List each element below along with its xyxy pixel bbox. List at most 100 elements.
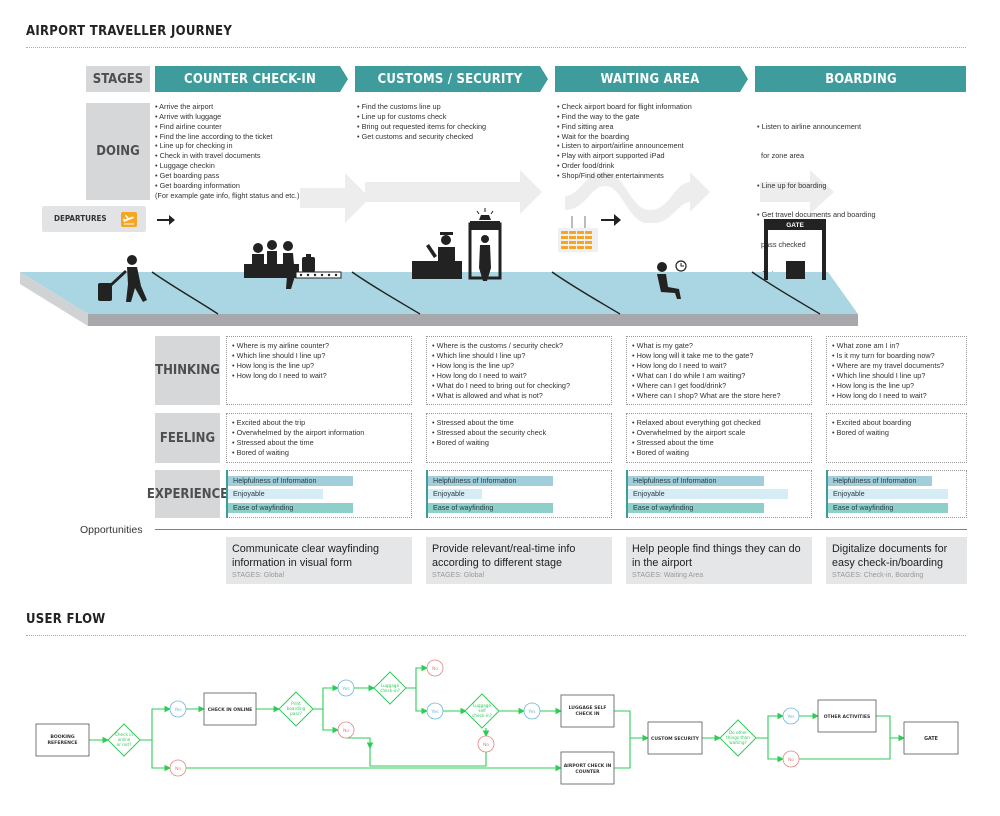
decision-do-other-things: Do other things than waiting? <box>719 719 757 757</box>
thinking-item: • What can I do while I am waiting? <box>632 370 746 380</box>
stages-label: STAGES <box>86 66 150 92</box>
stage-name-2: CUSTOMS / SECURITY <box>377 71 523 87</box>
opportunity-title: Provide relevant/real-time info accordin… <box>432 543 576 569</box>
no-circle: No <box>426 659 444 677</box>
no-label: No <box>432 666 438 672</box>
decision-text: Luggage <box>473 703 491 708</box>
airport-counter-box <box>560 751 615 785</box>
no-circle: No <box>337 721 355 739</box>
user-flow-diagram: BOOKING REFERENCE CHECK IN ONLINE LUGGAG… <box>35 659 959 785</box>
thinking-item: • Where can I shop? What are the store h… <box>632 390 781 400</box>
doing-item: • Line up for boarding <box>757 180 827 190</box>
doing-item: • Listen to airline announcement <box>757 121 861 131</box>
background-arrows <box>300 170 834 223</box>
doing-item: • Find the customs line up <box>357 102 441 111</box>
experience-bar: Ease of wayfinding <box>828 503 948 513</box>
doing-item: • Check airport board for flight informa… <box>557 102 692 111</box>
decision-text: self <box>478 708 486 713</box>
experience-bar: Enjoyable <box>628 489 788 499</box>
no-circle: No <box>477 735 495 753</box>
feeling-list-waiting: • Relaxed about everything got checked •… <box>632 418 761 458</box>
experience-bar: Enjoyable <box>428 489 482 499</box>
experience-bar: Ease of wayfinding <box>628 503 764 513</box>
airport-floor <box>20 208 858 326</box>
luggage-self-line2: CHECK IN <box>576 711 600 717</box>
clock-icon <box>675 260 687 272</box>
decision-text: online <box>118 737 131 742</box>
doing-list-counter: • Arrive the airport • Arrive with lugga… <box>155 102 350 200</box>
experience-bar: Helpfulness of Information <box>828 476 932 486</box>
booking-line1: BOOKING <box>50 734 74 740</box>
thinking-item: • How long is the line up? <box>232 360 315 370</box>
thinking-box-customs <box>426 336 612 405</box>
yes-circle: Yes <box>523 702 541 720</box>
flight-board-icon <box>558 216 598 252</box>
no-label: No <box>788 757 794 763</box>
doing-item: • Find airline counter <box>155 121 222 131</box>
stage-name-3: WAITING AREA <box>600 71 700 87</box>
experience-bar: Ease of wayfinding <box>428 503 553 513</box>
luggage-conveyor-icon <box>295 254 342 279</box>
experience-box-customs <box>426 470 612 518</box>
opportunity-stage: STAGES: Waiting Area <box>632 572 704 579</box>
opportunity-stage: STAGES: Global <box>232 572 285 579</box>
journey-title: AIRPORT TRAVELLER JOURNEY <box>26 24 233 39</box>
user-flow-title: USER FLOW <box>26 612 106 627</box>
feeling-box-boarding <box>826 413 967 463</box>
thinking-item: • What is my gate? <box>632 341 693 350</box>
feeling-item: • Bored of waiting <box>432 437 489 447</box>
thinking-item: • How long do I need to wait? <box>832 390 927 400</box>
decision-text: waiting? <box>729 740 747 745</box>
stage-arrow-counter-check-in <box>155 66 348 92</box>
gate-flow-label: GATE <box>924 736 938 742</box>
opportunities-label: Opportunities <box>80 524 143 536</box>
doing-item: • Order food/drink <box>557 161 615 171</box>
yes-label: Yes <box>173 707 182 713</box>
other-activities-box <box>817 699 877 733</box>
experience-box-boarding <box>826 470 967 518</box>
decision-checkin-online: Check in online or not? <box>107 723 141 757</box>
doing-item: • Get boarding pass <box>155 170 220 180</box>
flow-connectors <box>89 664 906 772</box>
thinking-item: • How long is the line up? <box>832 380 915 390</box>
doing-item: • Get boarding information <box>155 180 240 190</box>
stage-arrows <box>155 66 966 92</box>
luggage-self-line1: LUGGAGE SELF <box>569 705 607 711</box>
decision-print-boarding-pass: Print boarding pass? <box>278 691 314 727</box>
doing-list-waiting: • Check airport board for flight informa… <box>557 102 752 181</box>
decision-text: things than <box>726 735 750 740</box>
feeling-box-waiting <box>626 413 812 463</box>
decision-text: pass? <box>290 711 302 716</box>
thinking-item: • What is allowed and what is not? <box>432 390 543 400</box>
thinking-item: • How long do I need to wait? <box>632 360 727 370</box>
stage-name-1: COUNTER CHECK-IN <box>184 71 316 87</box>
thinking-item: • Where is my airline counter? <box>232 341 330 350</box>
checkin-online-box <box>203 692 257 726</box>
custom-security-box <box>647 721 703 755</box>
doing-item: (For example gate info, flight status an… <box>155 190 300 200</box>
feeling-item: • Overwhelmed by the airport scale <box>632 427 746 437</box>
thinking-item: • How long do I need to wait? <box>232 370 327 380</box>
other-activities-label: OTHER ACTIVITIES <box>824 714 871 720</box>
doing-item: pass checked <box>757 239 806 249</box>
right-arrow-icon <box>157 215 175 225</box>
doing-item: • Arrive with luggage <box>155 111 222 121</box>
no-label: No <box>483 742 489 748</box>
experience-bar: Ease of wayfinding <box>228 503 353 513</box>
decision-text: Check in <box>115 732 133 737</box>
thinking-item: • Where are my travel documents? <box>832 360 945 370</box>
experience-axis-3 <box>626 470 628 518</box>
feeling-list-boarding: • Excited about boarding • Bored of wait… <box>832 418 911 438</box>
yes-label: Yes <box>430 709 439 715</box>
doing-item: • Arrive the airport <box>155 102 214 111</box>
opportunity-card-3: Help people find things they can do in t… <box>626 537 812 584</box>
experience-bar: Helpfulness of Information <box>628 476 764 486</box>
yes-circle: Yes <box>426 702 444 720</box>
custom-security-label: CUSTOM SECURITY <box>651 736 700 742</box>
opportunity-stage: STAGES: Global <box>432 572 485 579</box>
yes-label: Yes <box>341 686 350 692</box>
experience-label: EXPERIENCE <box>147 470 228 518</box>
traveller-with-luggage-icon <box>98 255 147 302</box>
doing-label: DOING <box>86 103 150 200</box>
feeling-item: • Bored of waiting <box>632 447 689 457</box>
